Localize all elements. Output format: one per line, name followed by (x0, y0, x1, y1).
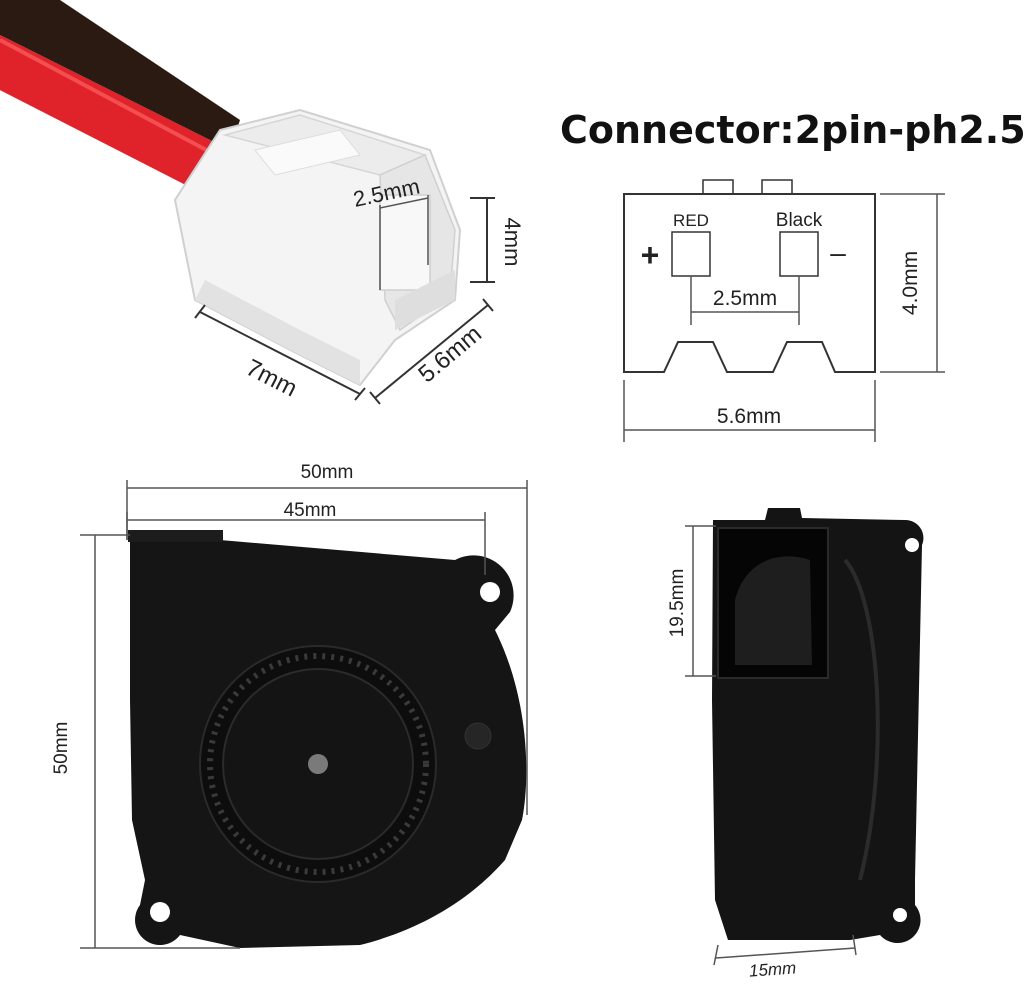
drawing-height-label: 4.0mm (899, 251, 922, 315)
side-height-lines (685, 525, 716, 677)
fan-blades (207, 653, 429, 875)
connector-outline (623, 193, 876, 373)
side-thickness-lines (713, 934, 857, 966)
front-width-label: 50mm (301, 462, 354, 483)
front-height-lines (80, 534, 240, 949)
latch-right (761, 179, 793, 195)
fan-axle (308, 754, 328, 774)
side-impeller-visible (735, 556, 812, 665)
mount-hole-bottom (150, 902, 170, 922)
photo-width-label: 5.6mm (413, 320, 487, 388)
side-mount-hole-bottom (893, 908, 907, 922)
photo-height-label: 4mm (500, 218, 525, 267)
plus-sign: + (641, 237, 660, 273)
drawing-pitch-lines (690, 276, 800, 325)
drawing-height-lines (880, 193, 945, 373)
pitch-dimension-lines (379, 195, 429, 290)
red-wire (0, 35, 230, 200)
connector-drawing: RED Black + – 2.5mm 4.0mm 5.6mm (623, 179, 945, 442)
side-thickness-label: 15mm (748, 958, 796, 980)
wire-bundle (0, 0, 240, 200)
diagram-canvas: 2.5mm 4mm 7mm 5.6mm RED Black + – 2.5mm (0, 0, 945, 981)
mount-hole-top (480, 582, 500, 602)
length-dimension-lines (194, 304, 366, 401)
drawing-pitch-label: 2.5mm (713, 287, 777, 310)
pin-black (779, 231, 819, 277)
pin-red (671, 231, 711, 277)
side-mount-hole-top (905, 538, 919, 552)
black-wire (0, 0, 240, 150)
drawing-width-label: 5.6mm (717, 405, 781, 428)
mount-boss (464, 722, 492, 750)
minus-sign: – (830, 237, 846, 268)
latch-left (702, 179, 734, 195)
drawing-width-lines (623, 380, 876, 442)
fan-outlet-lip (128, 530, 223, 542)
connector-photo: 2.5mm 4mm 7mm 5.6mm (0, 0, 525, 405)
fan-front-view: 50mm 45mm 50mm (51, 462, 528, 949)
front-hole-spacing-label: 45mm (284, 500, 337, 521)
pin-black-label: Black (776, 210, 823, 231)
pin-red-label: RED (673, 211, 709, 230)
connector-heading: Connector:2pin-ph2.5 (560, 108, 1026, 152)
front-height-label: 50mm (51, 722, 72, 775)
fan-side-view: 19.5mm 15mm (667, 508, 924, 981)
height-dimension-lines (470, 197, 495, 283)
side-height-label: 19.5mm (667, 569, 688, 638)
photo-length-label: 7mm (242, 354, 302, 402)
connector-housing (173, 108, 462, 387)
width-dimension-lines (369, 298, 494, 405)
